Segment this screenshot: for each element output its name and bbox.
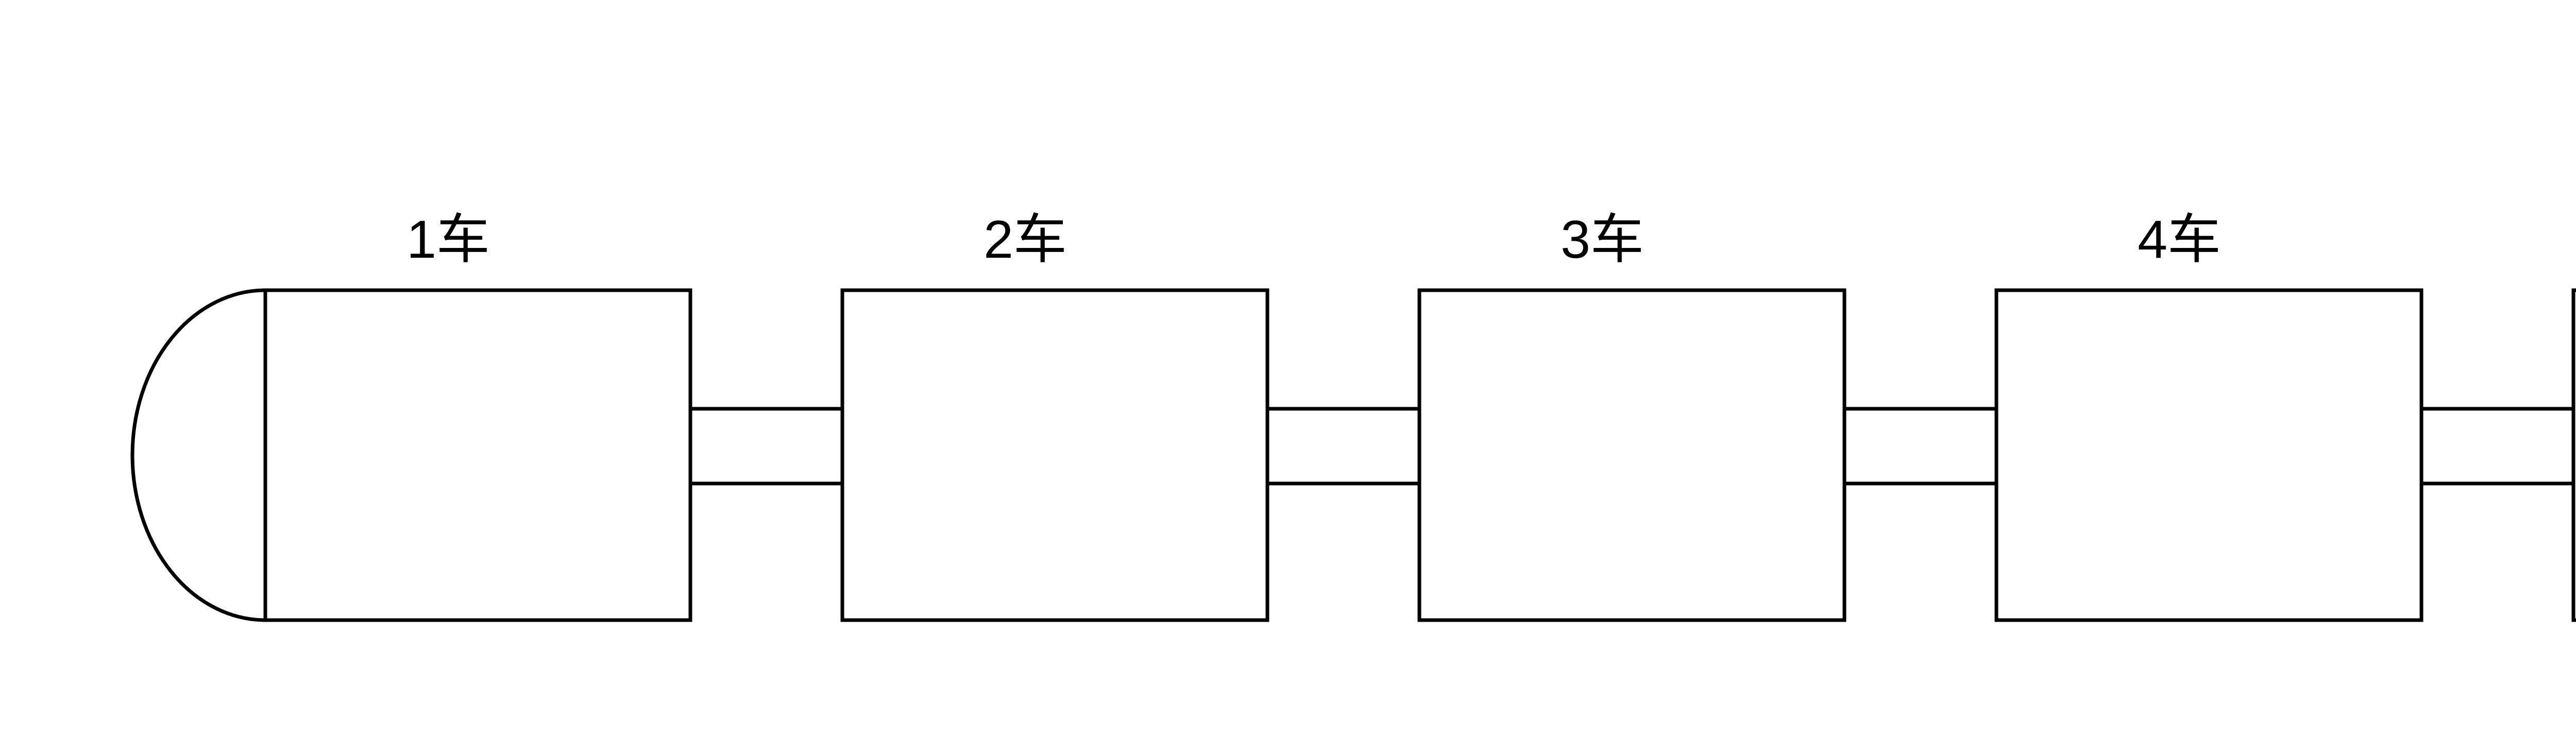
coupler-group [690,409,2576,484]
car-body-3[interactable] [1419,290,1844,620]
car-label-1: 1车 [406,210,490,270]
car-label-group: 1车 2车 3车 4车 5车 6车 [406,210,2221,270]
coupler-1-2 [690,409,842,484]
nose-cone [132,290,265,620]
car-label-4: 4车 [2138,210,2221,270]
car-body-5[interactable] [2573,290,2576,620]
car-body-2[interactable] [842,290,1267,620]
coupler-2-3 [1267,409,1419,484]
car-body-group [265,290,2576,620]
car-label-3: 3车 [1561,210,1644,270]
coupler-4-5 [2421,409,2573,484]
coupler-3-4 [1844,409,1996,484]
car-body-4[interactable] [1996,290,2421,620]
car-label-2: 2车 [984,210,1067,270]
car-body-1[interactable] [265,290,690,620]
